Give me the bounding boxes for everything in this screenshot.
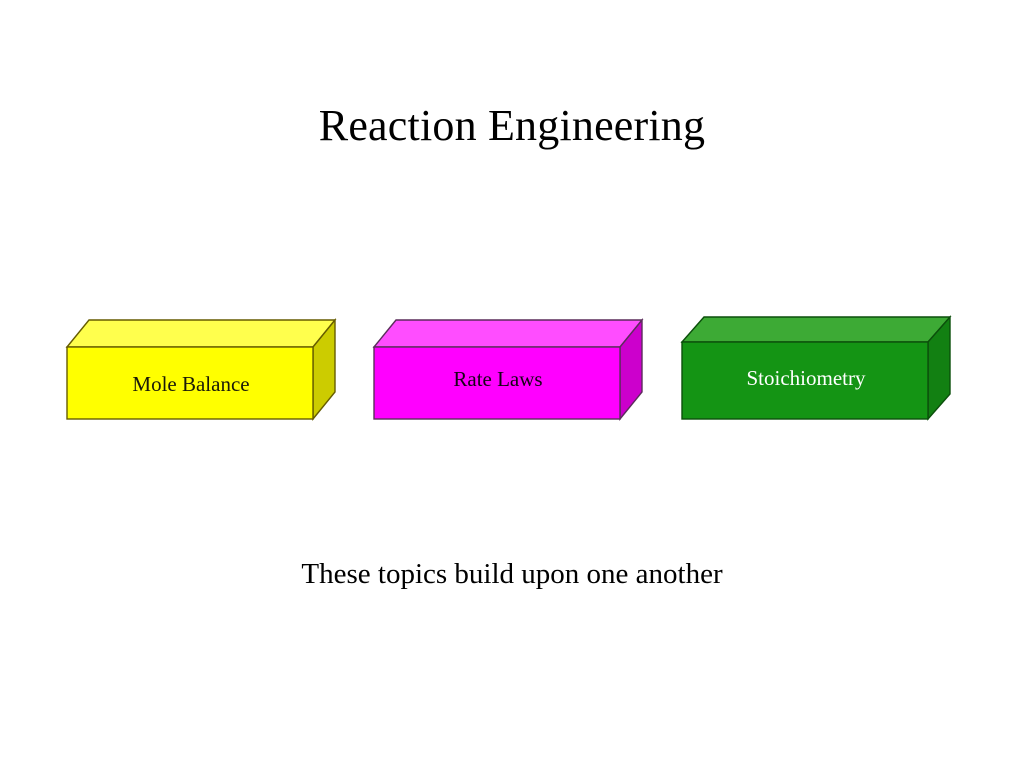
page-title: Reaction Engineering	[318, 101, 706, 150]
block-stoichiometry[interactable]: Stoichiometry	[677, 312, 952, 427]
block-rate-laws[interactable]: Rate Laws	[369, 312, 644, 427]
block-top-face	[65, 319, 337, 348]
block-top-face	[372, 319, 644, 348]
block-front-face	[681, 341, 929, 420]
block-front-face	[373, 346, 621, 420]
block-front-face	[66, 346, 314, 420]
block-top-face	[680, 316, 952, 343]
block-mole-balance[interactable]: Mole Balance	[62, 312, 337, 427]
slide-caption: These topics build upon one another	[301, 558, 723, 590]
